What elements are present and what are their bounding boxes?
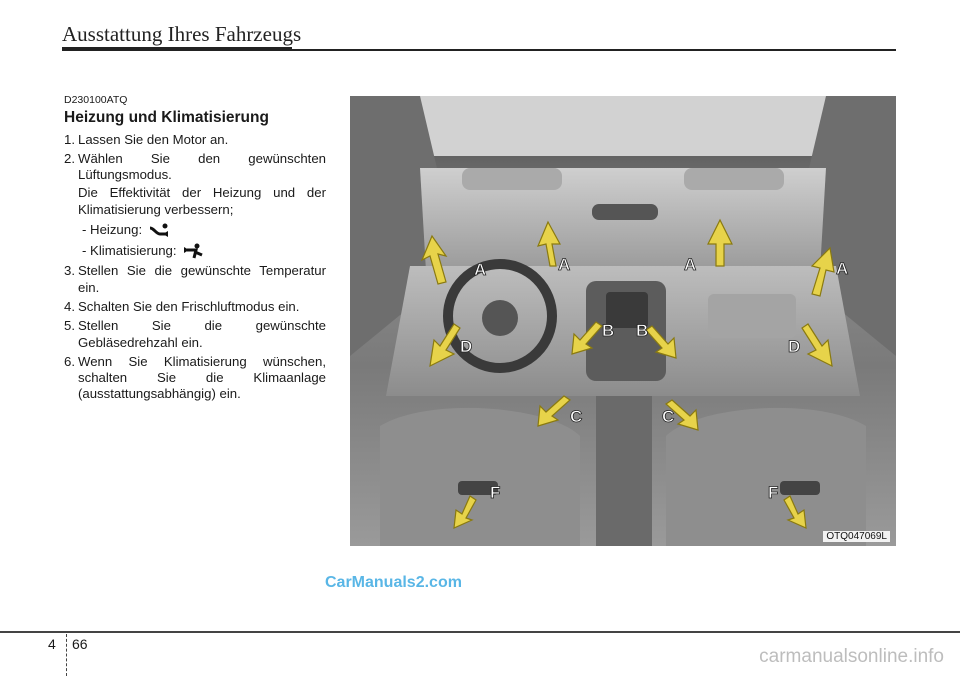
arrow-b-2: [645, 325, 677, 359]
roof-liner: [350, 96, 896, 156]
label-b-1: B: [602, 321, 614, 340]
arrow-d-1: [429, 323, 461, 368]
rear-vent-right: [780, 481, 820, 495]
step-5: 5.Stellen Sie die gewünschte Gebläsedreh…: [64, 318, 326, 350]
label-c-1: C: [570, 407, 582, 426]
airflow-arrows: [420, 218, 835, 529]
dashboard-scene: A A A A B B D D C C F F: [350, 96, 896, 546]
heating-mode-line: - Heizung:: [82, 222, 326, 238]
step-2-note: Die Effektivität der Heizung und der Kli…: [78, 185, 326, 217]
footer-divider: [66, 634, 67, 676]
page-header: Ausstattung Ihres Fahrzeugs: [62, 22, 302, 46]
label-a-1: A: [474, 260, 486, 279]
steering-hub: [482, 300, 518, 336]
driver-seat: [380, 407, 580, 546]
label-c-2: C: [662, 407, 674, 426]
cooling-mode-line: - Klimatisierung:: [82, 242, 326, 260]
arrow-a-4: [810, 246, 835, 297]
center-screen: [606, 292, 648, 328]
section-code: D230100ATQ: [64, 94, 128, 106]
arrow-f-2: [783, 495, 807, 529]
steps-list: 1.Lassen Sie den Motor an. 2.Wählen Sie …: [64, 132, 326, 403]
dashboard-vents-illustration: A A A A B B D D C C F F OTQ047069L: [350, 96, 896, 546]
step-4: 4.Schalten Sie den Frischluftmodus ein.: [64, 298, 300, 314]
sun-visor-right: [684, 168, 784, 190]
arrow-a-2: [536, 220, 562, 267]
label-d-1: D: [460, 337, 472, 356]
arrow-c-2: [665, 399, 699, 431]
right-pillar: [786, 96, 896, 356]
arrow-a-1: [420, 234, 448, 285]
arrow-d-2: [801, 323, 833, 368]
label-f-1: F: [490, 483, 500, 502]
step-2: 2.Wählen Sie den gewünschten Lüftungsmod…: [64, 151, 326, 260]
rearview-mirror: [592, 204, 658, 220]
header-rule-thin: [292, 49, 896, 51]
left-pillar: [350, 96, 460, 356]
section-title: Heizung und Klimatisierung: [64, 109, 269, 127]
footer-site-watermark: carmanualsonline.info: [759, 646, 944, 667]
text-column: D230100ATQ Heizung und Klimatisierung 1.…: [64, 92, 326, 406]
label-a-3: A: [684, 255, 696, 274]
chapter-number: 4: [48, 636, 56, 652]
footer-rule: [0, 631, 960, 633]
glovebox: [708, 294, 796, 338]
arrow-f-1: [453, 495, 477, 529]
label-a-2: A: [558, 255, 570, 274]
arrow-c-1: [537, 395, 571, 427]
step-3: 3.Stellen Sie die gewünschte Temperatur …: [64, 263, 326, 295]
center-tunnel: [596, 396, 652, 546]
label-d-2: D: [788, 337, 800, 356]
rear-vent-left: [458, 481, 498, 495]
arrow-b-1: [571, 321, 603, 355]
figure-code: OTQ047069L: [823, 531, 890, 542]
step-1: 1.Lassen Sie den Motor an.: [64, 131, 229, 147]
floor-mode-icon: [149, 223, 169, 238]
watermark-link[interactable]: CarManuals2.com: [325, 574, 462, 591]
face-mode-icon: [183, 243, 203, 259]
label-a-4: A: [836, 259, 848, 278]
page-number: 66: [72, 636, 88, 652]
label-f-2: F: [768, 483, 778, 502]
arrow-a-3: [707, 218, 733, 267]
step-6: 6.Wenn Sie Klimatisierung wünschen, scha…: [64, 353, 326, 402]
sun-visor-left: [462, 168, 562, 190]
steering-wheel: [443, 259, 557, 373]
label-b-2: B: [636, 321, 648, 340]
passenger-seat: [666, 407, 866, 546]
header-rule: [62, 47, 292, 51]
